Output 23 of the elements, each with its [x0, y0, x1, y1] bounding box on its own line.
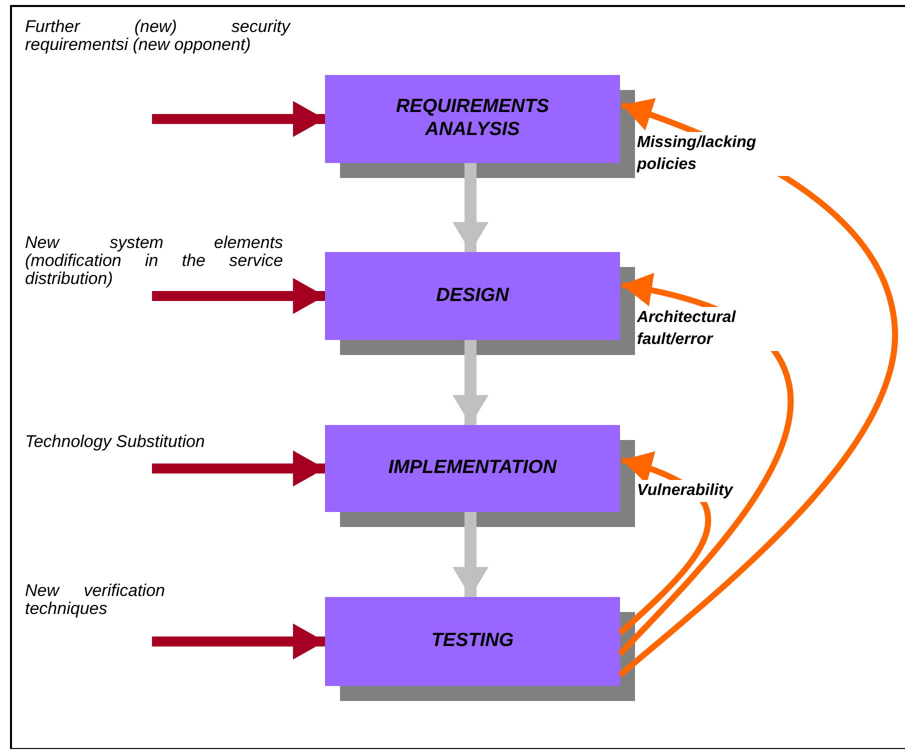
input-note: Further (new) security requirementsi (new opponent): [25, 18, 290, 54]
process-box: [325, 425, 620, 512]
box-label: REQUIREMENTS ANALYSIS: [394, 96, 550, 142]
arrow: [152, 624, 325, 660]
arrow: [452, 163, 488, 252]
box-label: TESTING: [430, 630, 515, 653]
arrow: [152, 101, 325, 137]
edge-label: Missing/lacking policies: [636, 132, 788, 176]
box-label: IMPLEMENTATION: [387, 457, 558, 480]
arrow: [452, 340, 488, 425]
arrow: [452, 512, 488, 597]
box-label: DESIGN: [435, 284, 510, 308]
process-box: [325, 597, 620, 686]
process-box: [325, 75, 620, 163]
input-note: Technology Substitution: [25, 433, 206, 451]
arrow: [618, 98, 898, 678]
input-note: New verification techniques: [25, 582, 165, 618]
arrow: [152, 450, 325, 486]
input-note: New system elements (modification in the service distribution): [25, 234, 283, 288]
arrow: [152, 278, 325, 314]
edge-label: Vulnerability: [636, 480, 734, 502]
arrow: [618, 452, 712, 636]
process-box: [325, 252, 620, 340]
